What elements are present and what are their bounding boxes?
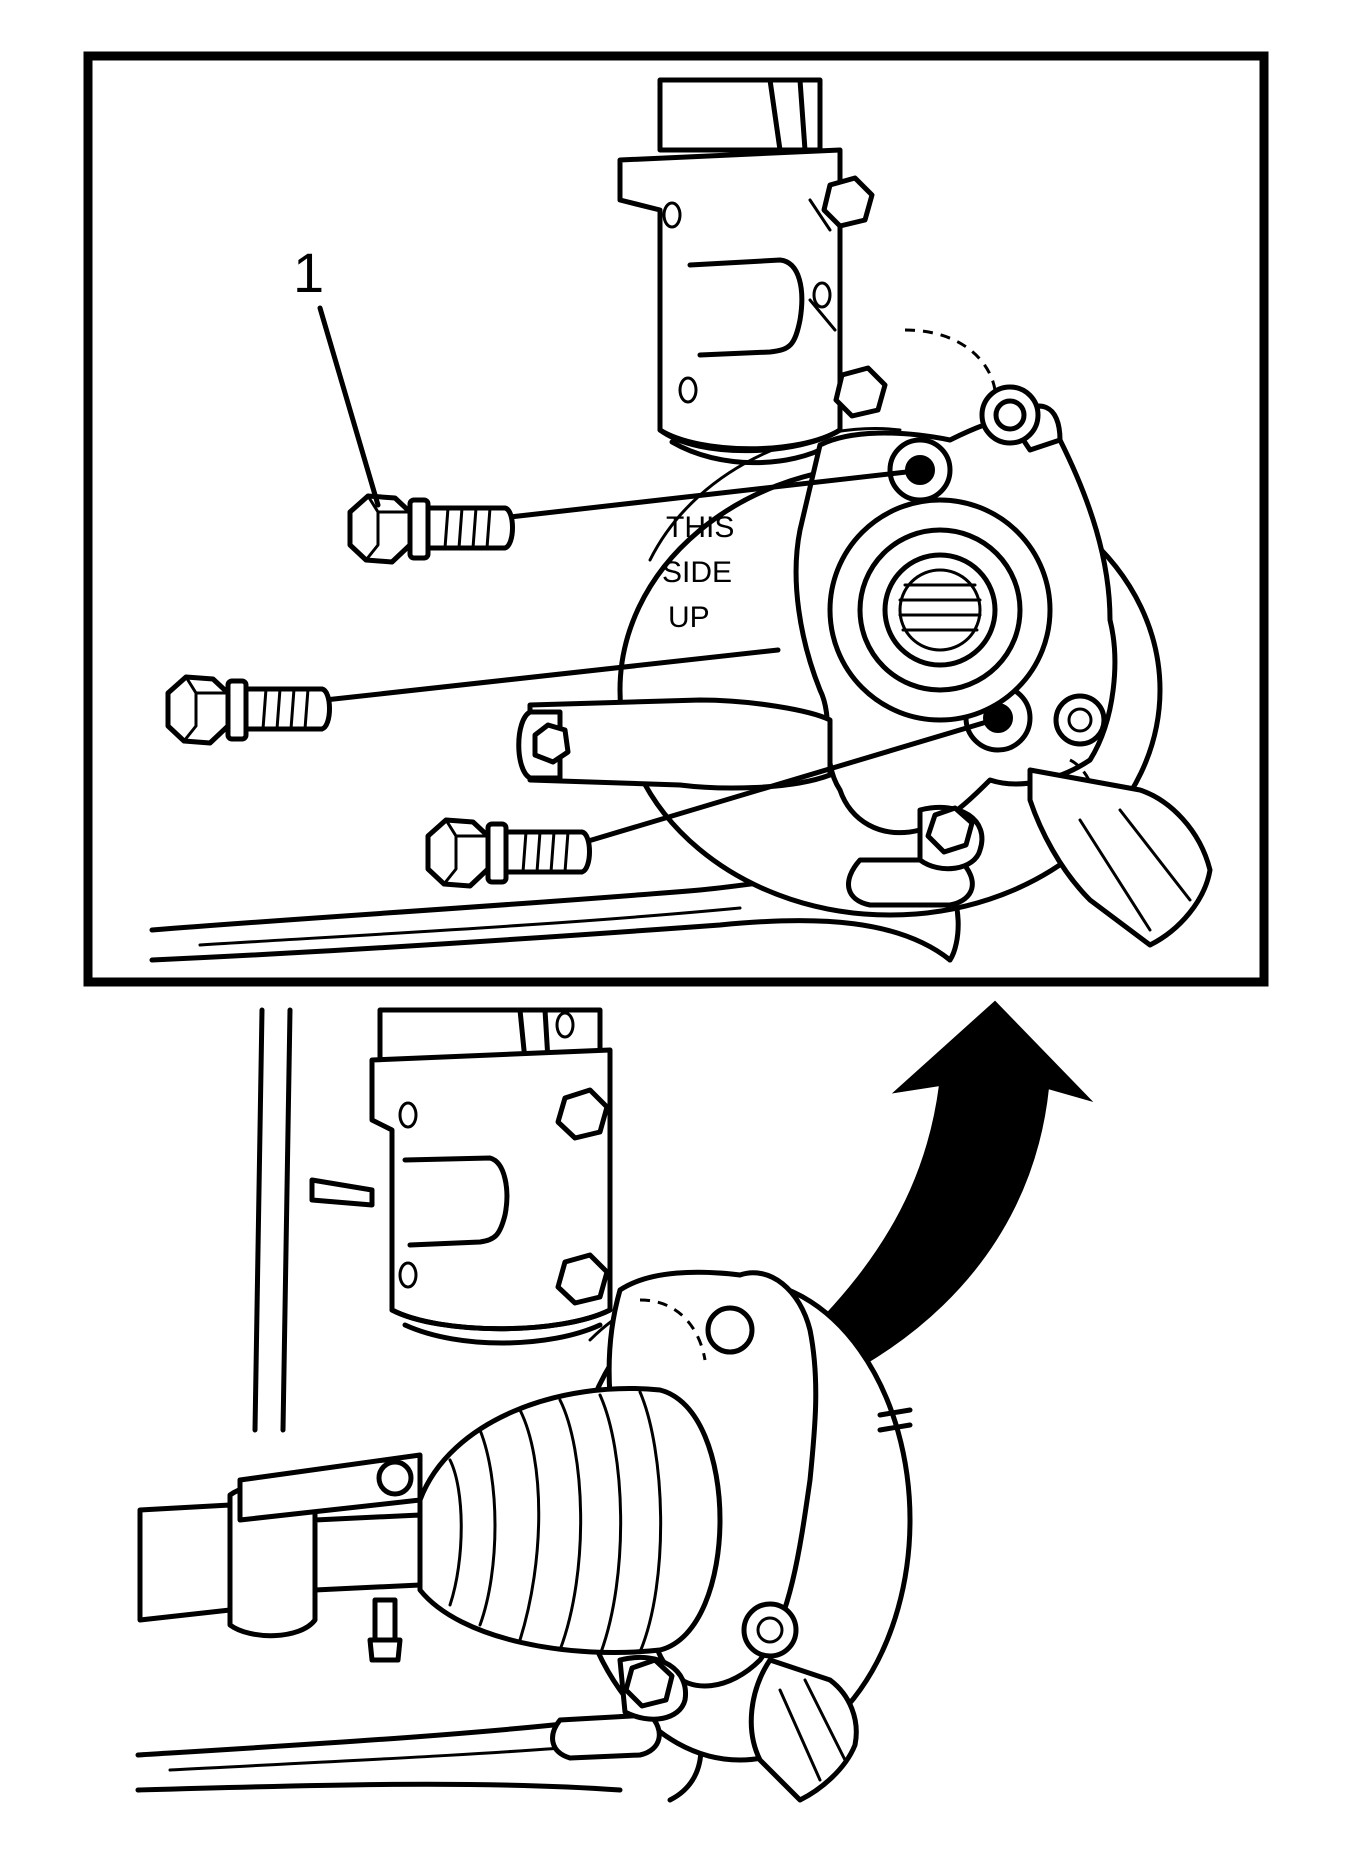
stamp-line-3: UP — [668, 601, 710, 634]
stamp-line-2: SIDE — [662, 556, 732, 589]
bolt-3 — [425, 817, 592, 889]
overview-stabilizer-bracket — [237, 1452, 423, 1663]
overview-strut-bolts — [555, 1087, 610, 1306]
tie-rod-end — [1027, 767, 1213, 948]
overview-ball-joint — [550, 1654, 689, 1761]
knuckle-stamp: THIS SIDE UP — [662, 511, 734, 634]
stabilizer-link — [516, 697, 833, 791]
overview-tie-rod — [748, 1657, 859, 1803]
cv-axle-boot — [137, 1386, 723, 1657]
ball-joint — [846, 804, 985, 908]
callout-number: 1 — [293, 241, 324, 304]
strut-bolt-heads — [821, 175, 888, 419]
bolt-leader-lines — [322, 467, 1003, 845]
overview-strut — [309, 1007, 613, 1346]
stabilizer-link-rod — [252, 1007, 293, 1433]
overview-hub-bolts — [877, 1407, 913, 1433]
bolt-2 — [165, 674, 332, 746]
overview-view — [135, 1007, 913, 1803]
strut-assembly — [617, 77, 843, 466]
detail-view: THIS SIDE UP — [149, 77, 1213, 963]
wheel-hub-bearing — [827, 497, 1053, 723]
callout-1: 1 — [293, 241, 381, 508]
bolt-1 — [347, 493, 515, 565]
detail-frame — [83, 51, 1269, 987]
stamp-line-1: THIS — [666, 511, 734, 544]
